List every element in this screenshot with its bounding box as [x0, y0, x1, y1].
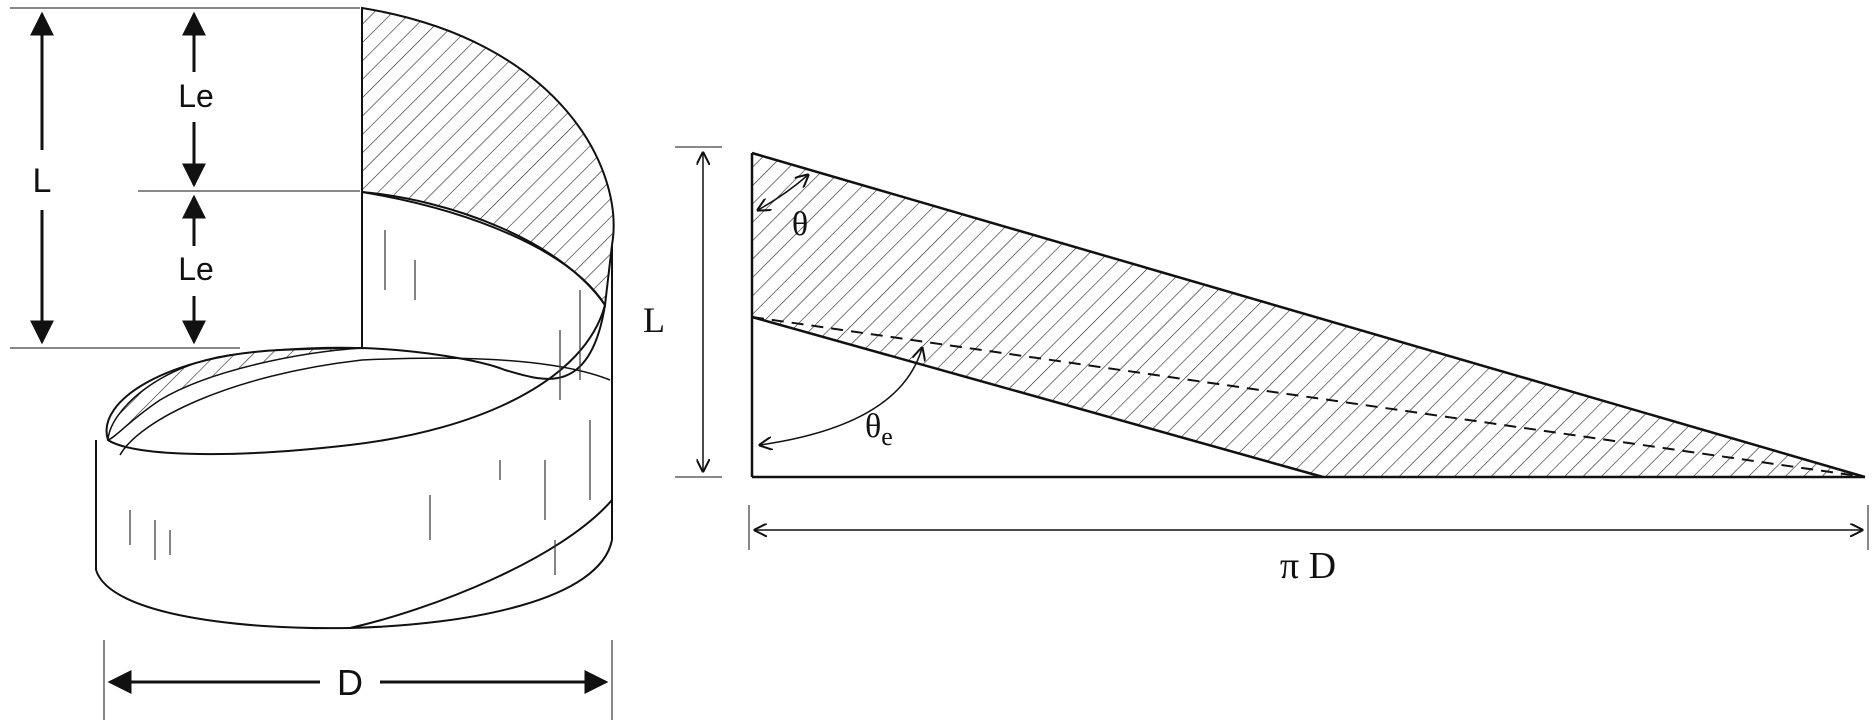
piD-label: π D — [1280, 545, 1336, 587]
Le-label-top: Le — [178, 78, 214, 114]
cylinder-figure: L Le Le D — [10, 6, 615, 720]
bottom-ellipse — [95, 539, 613, 630]
theta-e-main: θ — [865, 408, 881, 445]
helix-edge — [107, 191, 607, 456]
hatched-helix-strip — [361, 6, 615, 308]
theta-e-subscript: e — [881, 422, 893, 451]
top-ellipse — [105, 304, 606, 441]
band-lower-edge — [751, 315, 1324, 479]
L-label-left: L — [33, 162, 52, 200]
unrolled-figure: L θ θe π D — [643, 146, 1869, 587]
Le-label-bottom: Le — [178, 251, 214, 287]
effective-helix-dashed-line — [751, 316, 1866, 478]
D-label: D — [337, 662, 363, 703]
shading-lines — [129, 230, 591, 575]
theta-e-angle-arc — [760, 348, 922, 445]
theta-angle-arc — [758, 175, 808, 210]
triangle-hypotenuse — [751, 151, 1866, 479]
L-label-right: L — [643, 300, 665, 340]
helix-lower-edge — [349, 499, 613, 629]
theta-e-label: θe — [865, 408, 893, 451]
theta-label: θ — [792, 206, 808, 243]
inner-rim — [119, 357, 611, 456]
hatched-front-sliver — [107, 346, 363, 442]
